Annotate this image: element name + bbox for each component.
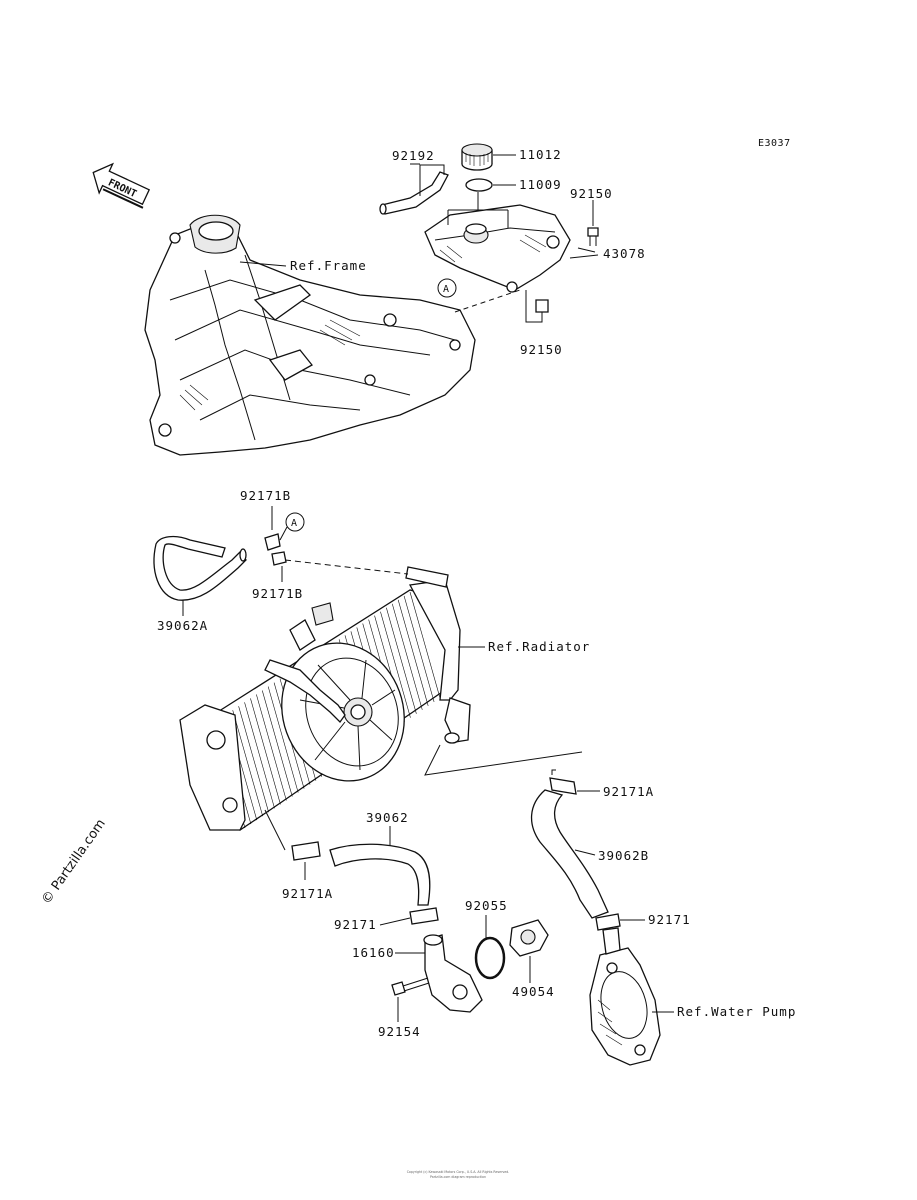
radiator-fin (403, 595, 435, 703)
callout-a-top (437, 278, 457, 298)
part-92171-left: 92171 (334, 917, 377, 932)
part-92171a-right: 92171A (603, 784, 654, 799)
part-49054: 49054 (512, 984, 555, 999)
thermostat-housing (423, 934, 483, 1013)
clamp-92171-right (595, 913, 621, 931)
part-39062b: 39062B (598, 848, 649, 863)
radiator-fin (380, 611, 411, 718)
o-ring-92055 (474, 936, 506, 980)
o-ring-11009 (465, 178, 493, 192)
clamp-92171b-top (264, 533, 281, 551)
clamp-92171a-right (549, 769, 577, 795)
bolt-92150-bottom (535, 299, 549, 313)
radiator-illustration (179, 566, 471, 831)
part-92171-right: 92171 (648, 912, 691, 927)
part-92171b-top: 92171B (240, 488, 291, 503)
bolt-92154 (391, 977, 430, 996)
radiator-fin (232, 710, 264, 817)
part-11012: 11012 (519, 147, 562, 162)
reservoir-tank (424, 204, 571, 293)
clamp-92171a-left (291, 841, 321, 861)
front-arrow-icon: FRONT (92, 162, 151, 209)
radiator-fin (409, 591, 441, 699)
ref-radiator-label: Ref.Radiator (488, 639, 590, 654)
radiator-fin (238, 706, 269, 813)
thermostat (509, 919, 549, 957)
footer-line-1: Copyright (c) Kawasaki Motors Corp., U.S… (407, 1170, 510, 1174)
ref-water-pump-label: Ref.Water Pump (677, 1004, 796, 1019)
ref-frame-label: Ref.Frame (290, 258, 367, 273)
callout-a-top-label: A (443, 284, 450, 295)
radiator-fin (397, 599, 429, 706)
radiator-fin (261, 690, 293, 797)
overflow-hose (379, 171, 449, 215)
part-92171b-bottom: 92171B (252, 586, 303, 601)
diagram-code: E3037 (758, 138, 791, 149)
radiator-fin (244, 702, 275, 809)
part-43078: 43078 (603, 246, 646, 261)
radiator-fin (391, 603, 423, 710)
bolt-92150-top (587, 227, 599, 246)
water-pump-illustration (589, 927, 661, 1066)
hose-39062 (329, 843, 431, 906)
part-92055: 92055 (465, 898, 508, 913)
radiator-fin (267, 686, 299, 793)
hose-39062b (530, 789, 609, 919)
clamp-92171-left (409, 907, 439, 925)
part-92150-bottom: 92150 (520, 342, 563, 357)
partzilla-watermark: © Partzilla.com (39, 817, 109, 908)
frame-illustration (144, 214, 476, 456)
radiator-fin (256, 694, 287, 801)
part-92154: 92154 (378, 1024, 421, 1039)
radiator-fin (250, 698, 281, 805)
part-92150-top: 92150 (570, 186, 613, 201)
clamp-92171b-bottom (271, 551, 287, 566)
callout-a-bottom (285, 512, 305, 532)
hose-39062a (153, 535, 247, 601)
radiator-fin (386, 607, 417, 714)
footer-line-2: Partzilla.com diagram reproduction (430, 1175, 486, 1179)
part-92192: 92192 (392, 148, 435, 163)
part-16160: 16160 (352, 945, 395, 960)
callout-a-bottom-label: A (291, 518, 298, 529)
part-39062a: 39062A (157, 618, 208, 633)
part-11009: 11009 (519, 177, 562, 192)
part-39062: 39062 (366, 810, 409, 825)
radiator-cap (461, 143, 493, 171)
part-92171a-left: 92171A (282, 886, 333, 901)
